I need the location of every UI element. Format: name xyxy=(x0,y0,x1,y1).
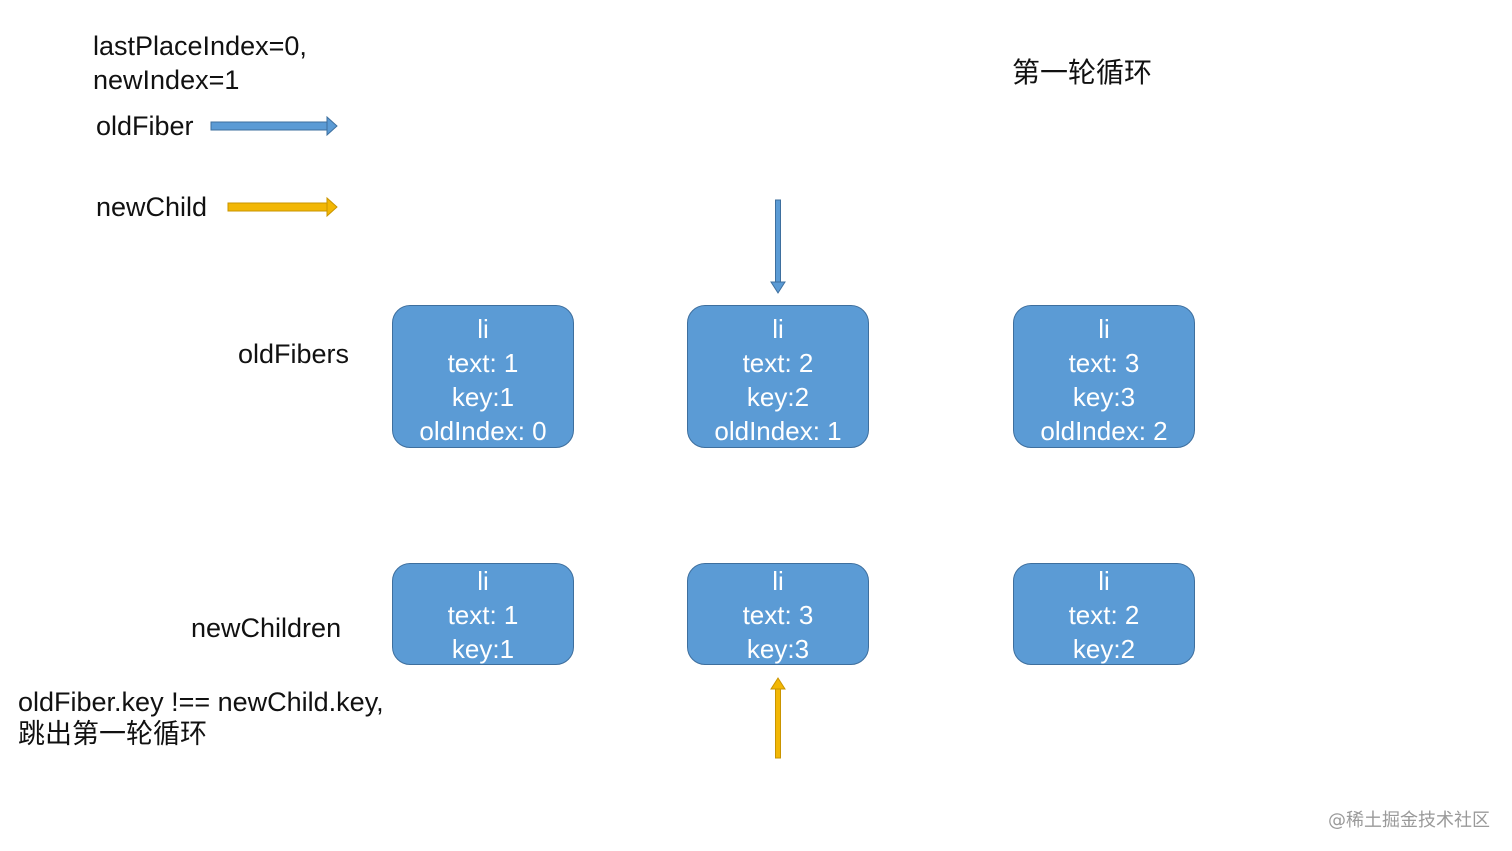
new-child-pointer-arrow-icon xyxy=(770,677,786,759)
node-text: text: 1 xyxy=(447,600,519,630)
watermark: @稀土掘金技术社区 xyxy=(1328,810,1490,831)
node-type: li xyxy=(477,566,489,596)
node-old-index: oldIndex: 0 xyxy=(419,416,547,446)
old-fiber-node-1: li text: 1 key:1 oldIndex: 0 xyxy=(392,305,574,448)
node-text: text: 3 xyxy=(1068,348,1140,378)
node-type: li xyxy=(772,566,784,596)
new-index-text: newIndex=1 xyxy=(93,65,240,95)
legend-new-child-arrow-icon xyxy=(227,196,338,218)
new-child-node-2: li text: 3 key:3 xyxy=(687,563,869,665)
old-fiber-pointer-arrow-icon xyxy=(770,199,786,294)
old-fiber-node-3: li text: 3 key:3 oldIndex: 2 xyxy=(1013,305,1195,448)
exit-loop-note: 跳出第一轮循环 xyxy=(18,719,207,750)
node-type: li xyxy=(1098,566,1110,596)
node-key: key:2 xyxy=(1072,634,1136,664)
key-mismatch-note: oldFiber.key !== newChild.key, xyxy=(18,687,384,717)
node-type: li xyxy=(772,314,784,344)
node-text: text: 1 xyxy=(447,348,519,378)
node-text: text: 2 xyxy=(1068,600,1140,630)
node-old-index: oldIndex: 1 xyxy=(714,416,842,446)
node-old-index: oldIndex: 2 xyxy=(1040,416,1168,446)
new-child-node-1: li text: 1 key:1 xyxy=(392,563,574,665)
old-fiber-node-2: li text: 2 key:2 oldIndex: 1 xyxy=(687,305,869,448)
last-place-index-text: lastPlaceIndex=0, xyxy=(93,31,307,61)
node-text: text: 2 xyxy=(742,348,814,378)
new-children-row-label: newChildren xyxy=(191,613,342,643)
node-key: key:3 xyxy=(746,634,810,664)
node-key: key:1 xyxy=(451,634,515,664)
node-key: key:2 xyxy=(746,382,810,412)
node-key: key:3 xyxy=(1072,382,1136,412)
legend-old-fiber-label: oldFiber xyxy=(96,111,194,141)
round-title: 第一轮循环 xyxy=(1012,56,1153,89)
node-key: key:1 xyxy=(451,382,515,412)
old-fibers-row-label: oldFibers xyxy=(238,339,350,369)
node-text: text: 3 xyxy=(742,600,814,630)
legend-old-fiber-arrow-icon xyxy=(210,115,338,137)
node-type: li xyxy=(1098,314,1110,344)
node-type: li xyxy=(477,314,489,344)
new-child-node-3: li text: 2 key:2 xyxy=(1013,563,1195,665)
legend-new-child-label: newChild xyxy=(96,192,208,222)
